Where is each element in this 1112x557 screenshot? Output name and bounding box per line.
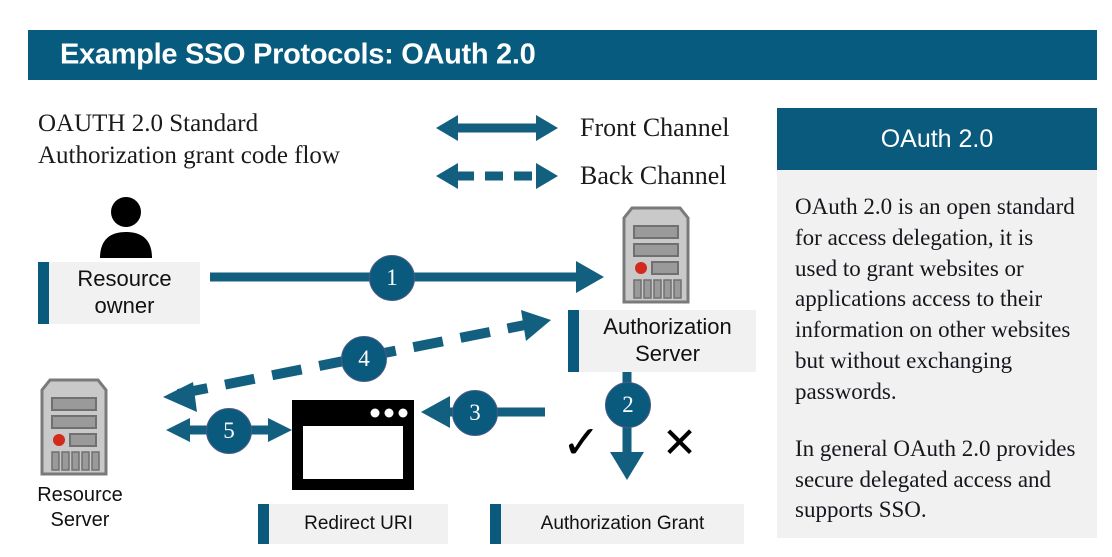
- deny-cross-icon: ✕: [662, 419, 698, 466]
- accent-bar: [38, 262, 49, 324]
- step-badge-2[interactable]: 2: [605, 382, 651, 428]
- accent-bar: [490, 504, 501, 544]
- legend-item-back-channel: Back Channel: [432, 152, 762, 200]
- entity-label-resource-owner: Resource owner: [77, 266, 172, 318]
- approve-check-icon: ✓: [562, 416, 601, 468]
- entity-authorization-grant[interactable]: Authorization Grant: [490, 504, 744, 544]
- info-panel-header: OAuth 2.0: [777, 108, 1097, 170]
- info-panel-title: OAuth 2.0: [880, 124, 994, 153]
- legend: Front Channel Back Channel: [432, 104, 762, 200]
- entity-redirect-uri[interactable]: Redirect URI: [258, 504, 448, 544]
- browser-window-icon: [292, 400, 414, 490]
- flow-heading-line-1: OAUTH 2.0 Standard: [38, 110, 259, 137]
- step-badge-3[interactable]: 3: [452, 390, 498, 436]
- slide-title-bar: Example SSO Protocols: OAuth 2.0: [28, 30, 1097, 80]
- server-icon: [622, 206, 690, 304]
- info-panel-body: OAuth 2.0 is an open standard for access…: [777, 170, 1097, 538]
- accent-bar: [258, 504, 269, 544]
- entity-label-resource-server: Resource Server: [37, 484, 123, 531]
- info-paragraph-2: In general OAuth 2.0 provides secure del…: [795, 435, 1076, 523]
- step-badge-4[interactable]: 4: [341, 336, 387, 382]
- step-badge-5[interactable]: 5: [206, 408, 252, 454]
- double-arrow-dashed-icon: [436, 163, 558, 189]
- flow-heading-line-2: Authorization grant code flow: [38, 142, 340, 169]
- legend-label-front-channel: Front Channel: [580, 113, 730, 142]
- info-paragraph-1: OAuth 2.0 is an open standard for access…: [795, 194, 1075, 404]
- accent-bar: [568, 310, 579, 372]
- entity-resource-owner[interactable]: Resource owner: [38, 262, 200, 324]
- person-icon: [100, 197, 152, 258]
- server-icon: [40, 378, 108, 476]
- flow-heading: OAUTH 2.0 Standard Authorization grant c…: [38, 108, 438, 172]
- step-badge-1[interactable]: 1: [369, 255, 415, 301]
- entity-authorization-server[interactable]: Authorization Server: [568, 310, 756, 372]
- info-panel: OAuth 2.0 OAuth 2.0 is an open standard …: [777, 108, 1097, 538]
- legend-item-front-channel: Front Channel: [432, 104, 762, 152]
- entity-label-authorization-grant: Authorization Grant: [540, 513, 705, 535]
- double-arrow-solid-icon: [436, 115, 558, 141]
- page-title: Example SSO Protocols: OAuth 2.0: [60, 38, 536, 71]
- legend-label-back-channel: Back Channel: [580, 161, 727, 190]
- entity-label-authorization-server: Authorization Server: [603, 314, 732, 366]
- entity-label-redirect-uri: Redirect URI: [304, 513, 413, 535]
